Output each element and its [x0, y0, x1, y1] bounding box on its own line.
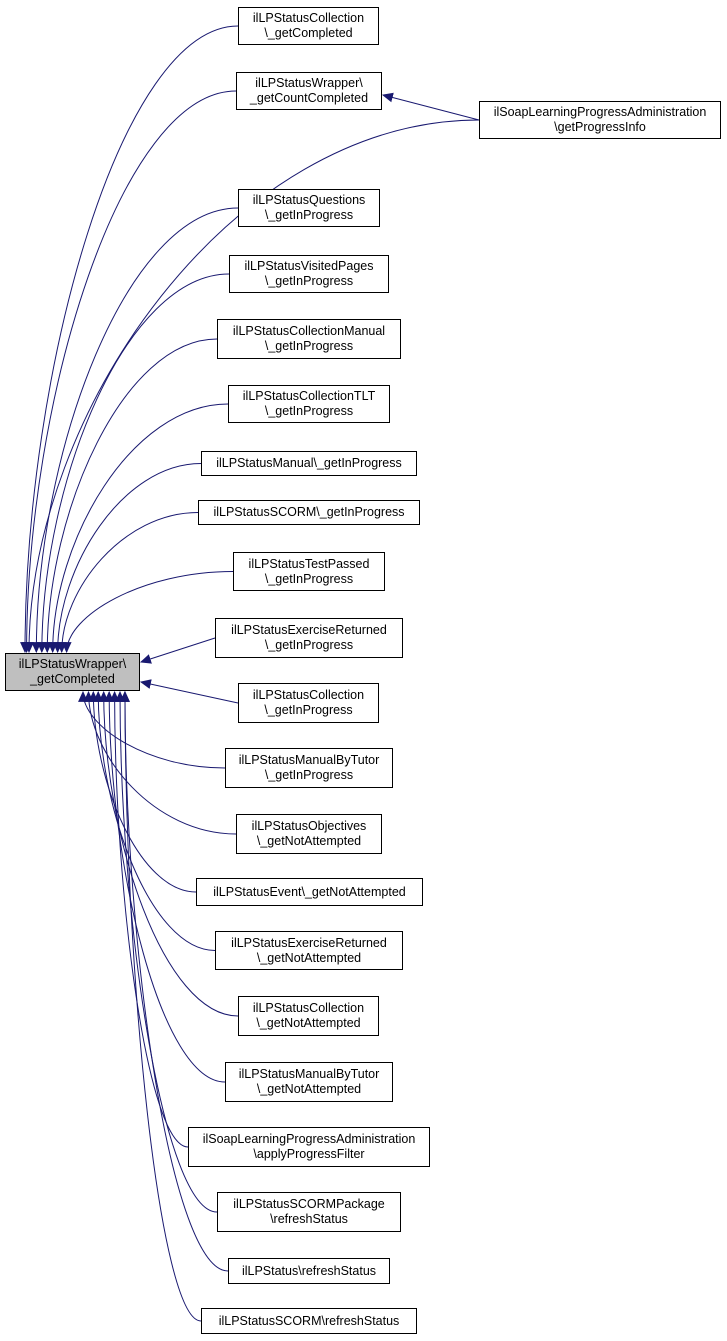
- node-n0[interactable]: ilLPStatusCollection \_getCompleted: [238, 7, 379, 45]
- node-n6-line1: ilLPStatusCollectionTLT: [242, 389, 376, 403]
- node-n5[interactable]: ilLPStatusCollectionManual \_getInProgre…: [217, 319, 401, 359]
- edge-n12-to-target: [78, 690, 226, 769]
- node-n12[interactable]: ilLPStatusManualByTutor \_getInProgress: [225, 748, 393, 788]
- edge-n8-to-target: [56, 512, 199, 654]
- node-n18-line1: ilSoapLearningProgressAdministration: [202, 1132, 416, 1146]
- node-n2[interactable]: ilSoapLearningProgressAdministration \ge…: [479, 101, 721, 139]
- edge-n10-to-target: [139, 637, 216, 664]
- node-n5-line2: \_getInProgress: [264, 339, 354, 353]
- edge-n0-to-target: [20, 25, 239, 654]
- node-n6-line2: \_getInProgress: [264, 404, 354, 418]
- node-n13-line1: ilLPStatusObjectives: [251, 819, 367, 833]
- node-n13[interactable]: ilLPStatusObjectives \_getNotAttempted: [236, 814, 382, 854]
- edge-n14-to-target: [88, 690, 197, 893]
- node-n18[interactable]: ilSoapLearningProgressAdministration \ap…: [188, 1127, 430, 1167]
- edge-n11-to-target: [139, 679, 239, 704]
- node-n20[interactable]: ilLPStatus\refreshStatus: [228, 1258, 390, 1284]
- node-n9[interactable]: ilLPStatusTestPassed \_getInProgress: [233, 552, 385, 591]
- edge-n2-to-n1: [381, 92, 480, 121]
- node-n20-line1: ilLPStatus\refreshStatus: [241, 1263, 377, 1278]
- node-n11-line2: \_getInProgress: [264, 703, 353, 717]
- node-n12-line2: \_getInProgress: [264, 768, 354, 782]
- node-n9-line2: \_getInProgress: [264, 571, 354, 586]
- node-n7[interactable]: ilLPStatusManual\_getInProgress: [201, 451, 417, 476]
- node-target-line2: _getCompleted: [30, 672, 115, 686]
- node-n5-line1: ilLPStatusCollectionManual: [232, 324, 386, 338]
- node-n16-line1: ilLPStatusCollection: [252, 1001, 365, 1015]
- node-n0-line1: ilLPStatusCollection: [252, 11, 365, 25]
- node-n19-line1: ilLPStatusSCORMPackage: [233, 1197, 385, 1211]
- node-n2-line2: \getProgressInfo: [554, 120, 646, 134]
- node-n17[interactable]: ilLPStatusManualByTutor \_getNotAttempte…: [225, 1062, 393, 1102]
- node-target[interactable]: ilLPStatusWrapper\ _getCompleted: [5, 653, 140, 691]
- node-n4-line2: \_getInProgress: [264, 274, 354, 288]
- node-n4[interactable]: ilLPStatusVisitedPages \_getInProgress: [229, 255, 389, 293]
- node-n2-line1: ilSoapLearningProgressAdministration: [493, 105, 707, 119]
- edge-n15-to-target: [93, 690, 216, 951]
- node-n6[interactable]: ilLPStatusCollectionTLT \_getInProgress: [228, 385, 390, 423]
- node-n14-line1: ilLPStatusEvent\_getNotAttempted: [213, 884, 406, 899]
- edge-n13-to-target: [83, 690, 237, 835]
- node-n10-line1: ilLPStatusExerciseReturned: [231, 623, 387, 637]
- node-n3-line1: ilLPStatusQuestions: [252, 193, 366, 207]
- node-n19-line2: \refreshStatus: [270, 1212, 348, 1226]
- node-n10-line2: \_getInProgress: [264, 638, 354, 652]
- edge-n7-to-target: [52, 463, 202, 654]
- edge-n16-to-target: [98, 690, 239, 1017]
- edge-n17-to-target: [104, 690, 226, 1083]
- node-target-line1: ilLPStatusWrapper\: [18, 657, 127, 671]
- node-n14[interactable]: ilLPStatusEvent\_getNotAttempted: [196, 878, 423, 906]
- edge-n1-to-target: [21, 90, 237, 654]
- node-n0-line2: \_getCompleted: [264, 26, 353, 40]
- edge-n6-to-target: [47, 403, 229, 654]
- node-n3[interactable]: ilLPStatusQuestions \_getInProgress: [238, 189, 380, 227]
- node-n17-line1: ilLPStatusManualByTutor: [238, 1067, 380, 1081]
- node-n21-line1: ilLPStatusSCORM\refreshStatus: [218, 1313, 400, 1328]
- edge-n5-to-target: [42, 338, 218, 654]
- edge-n4-to-target: [36, 273, 230, 654]
- node-n15-line2: \_getNotAttempted: [256, 950, 362, 965]
- edge-n3-to-target: [31, 207, 239, 654]
- node-n16-line2: \_getNotAttempted: [256, 1016, 361, 1030]
- node-n1-line1: ilLPStatusWrapper\: [255, 76, 363, 90]
- edge-n9-to-target: [61, 571, 234, 654]
- node-n15[interactable]: ilLPStatusExerciseReturned \_getNotAttem…: [215, 931, 403, 970]
- node-n7-line1: ilLPStatusManual\_getInProgress: [216, 456, 402, 470]
- node-n11[interactable]: ilLPStatusCollection \_getInProgress: [238, 683, 379, 723]
- node-n16[interactable]: ilLPStatusCollection \_getNotAttempted: [238, 996, 379, 1036]
- node-n15-line1: ilLPStatusExerciseReturned: [231, 935, 387, 950]
- node-n9-line1: ilLPStatusTestPassed: [248, 556, 370, 571]
- node-n13-line2: \_getNotAttempted: [256, 834, 362, 848]
- node-n17-line2: \_getNotAttempted: [256, 1082, 362, 1096]
- node-n11-line1: ilLPStatusCollection: [252, 688, 365, 702]
- edge-n20-to-target: [119, 690, 229, 1272]
- node-n3-line2: \_getInProgress: [264, 208, 354, 222]
- node-n1[interactable]: ilLPStatusWrapper\ _getCountCompleted: [236, 72, 382, 110]
- node-n8[interactable]: ilLPStatusSCORM\_getInProgress: [198, 500, 420, 525]
- node-n21[interactable]: ilLPStatusSCORM\refreshStatus: [201, 1308, 417, 1334]
- node-n18-line2: \applyProgressFilter: [253, 1147, 365, 1161]
- edge-n21-to-target: [120, 690, 202, 1322]
- node-n1-line2: _getCountCompleted: [249, 91, 369, 105]
- node-n8-line1: ilLPStatusSCORM\_getInProgress: [213, 505, 405, 519]
- node-n10[interactable]: ilLPStatusExerciseReturned \_getInProgre…: [215, 618, 403, 658]
- node-n12-line1: ilLPStatusManualByTutor: [238, 753, 380, 767]
- node-n4-line1: ilLPStatusVisitedPages: [244, 259, 374, 273]
- node-n19[interactable]: ilLPStatusSCORMPackage \refreshStatus: [217, 1192, 401, 1232]
- edge-n19-to-target: [115, 690, 218, 1213]
- edge-n2-to-target: [24, 119, 480, 654]
